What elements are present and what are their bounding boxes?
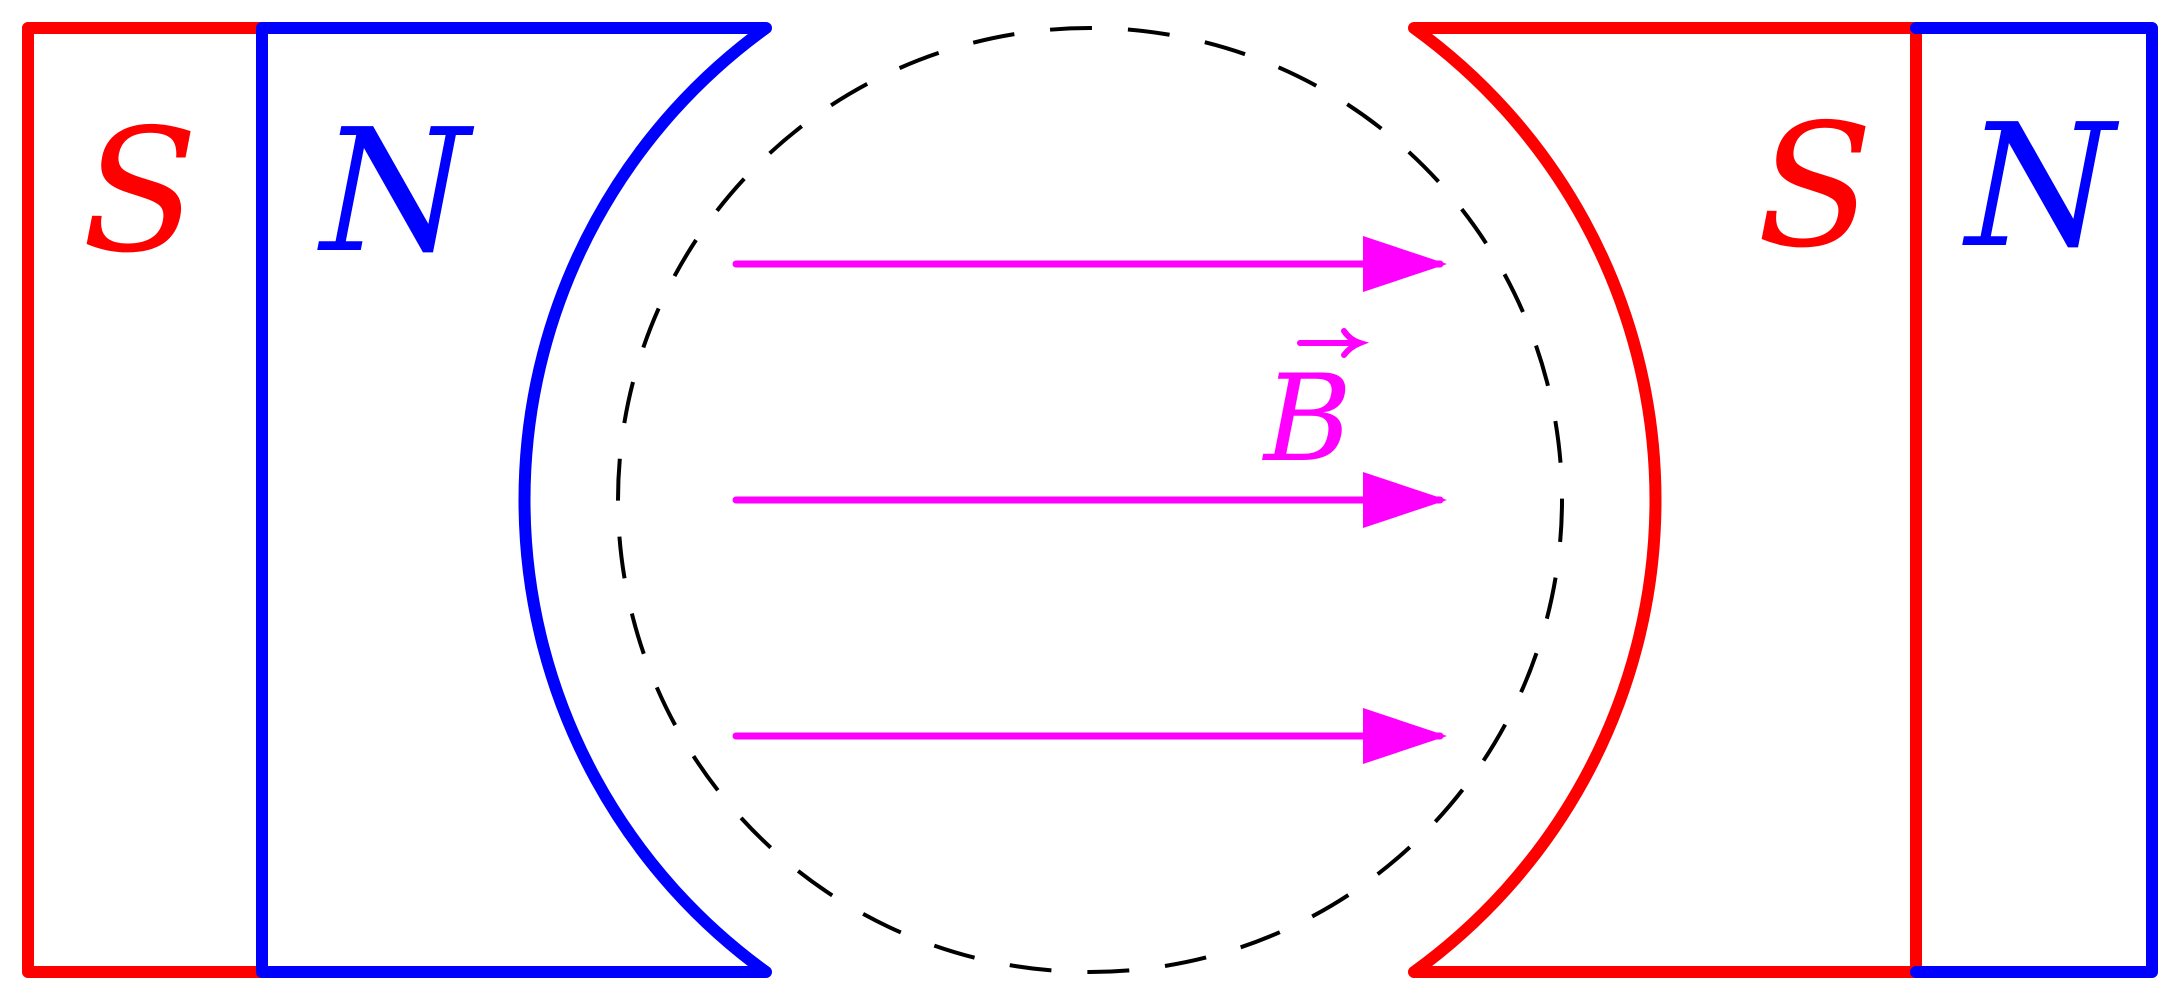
right-north-label: N xyxy=(1962,88,2120,286)
vector-arrow-icon xyxy=(1297,328,1370,358)
left-magnet-south-section xyxy=(22,22,268,978)
field-label: B xyxy=(1262,350,1352,489)
right-magnet-south-section xyxy=(1408,22,1922,978)
left-magnet-north-section xyxy=(256,22,772,978)
dashed-field-region xyxy=(616,26,1564,974)
left-south-label: S xyxy=(82,93,198,291)
right-magnet-north-section xyxy=(1910,22,2158,978)
right-south-label: S xyxy=(1757,88,1873,286)
left-north-label: N xyxy=(317,93,475,291)
